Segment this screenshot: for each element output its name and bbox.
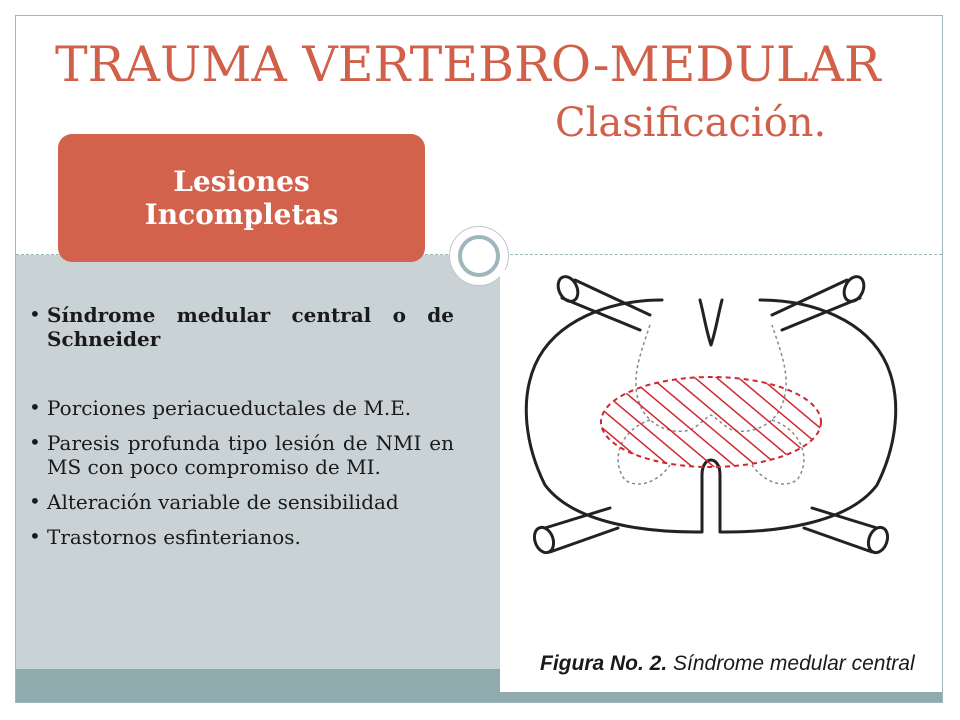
bullet-item: •Alteración variable de sensibilidad xyxy=(24,489,454,514)
slide-subtitle: Clasificación. xyxy=(555,100,827,146)
bullet-text: Paresis profunda tipo lesión de NMI en M… xyxy=(47,431,454,479)
central-lesion-area xyxy=(600,376,822,468)
spinal-cord-diagram xyxy=(524,275,898,555)
slide-frame xyxy=(15,15,943,703)
bullet-item: •Trastornos esfinterianos. xyxy=(24,524,454,549)
figure-caption: Figura No. 2. Síndrome medular central xyxy=(540,652,915,676)
section-tag-line-2: Incompletas xyxy=(144,198,339,231)
bullet-item: •Paresis profunda tipo lesión de NMI en … xyxy=(24,430,454,479)
bullet-dot-icon: • xyxy=(29,489,41,513)
bullet-text: Alteración variable de sensibilidad xyxy=(47,490,399,514)
bullet-dot-icon: • xyxy=(29,430,41,454)
bullet-item: •Síndrome medular central o de Schneider xyxy=(24,302,454,351)
bullet-list: •Síndrome medular central o de Schneider… xyxy=(24,302,454,549)
bullet-text: Porciones periacueductales de M.E. xyxy=(47,396,412,420)
bullet-text: Síndrome medular central o de Schneider xyxy=(47,303,454,351)
bullet-dot-icon: • xyxy=(29,524,41,548)
figure-caption-label: Figura No. 2. xyxy=(540,652,668,675)
bullet-item: •Porciones periacueductales de M.E. xyxy=(24,395,454,420)
bullet-dot-icon: • xyxy=(29,395,41,419)
slide-title: TRAUMA VERTEBRO-MEDULAR xyxy=(55,36,881,93)
bullet-dot-icon: • xyxy=(29,302,41,326)
section-tag-line-1: Lesiones xyxy=(173,165,310,198)
nerve-roots xyxy=(532,275,890,555)
figure-caption-text: Síndrome medular central xyxy=(673,652,915,675)
content-panel xyxy=(16,255,500,669)
circle-ornament-ring xyxy=(458,235,500,277)
section-tag: Lesiones Incompletas xyxy=(58,134,425,262)
figure-panel xyxy=(500,270,942,692)
bullet-text: Trastornos esfinterianos. xyxy=(47,525,301,549)
